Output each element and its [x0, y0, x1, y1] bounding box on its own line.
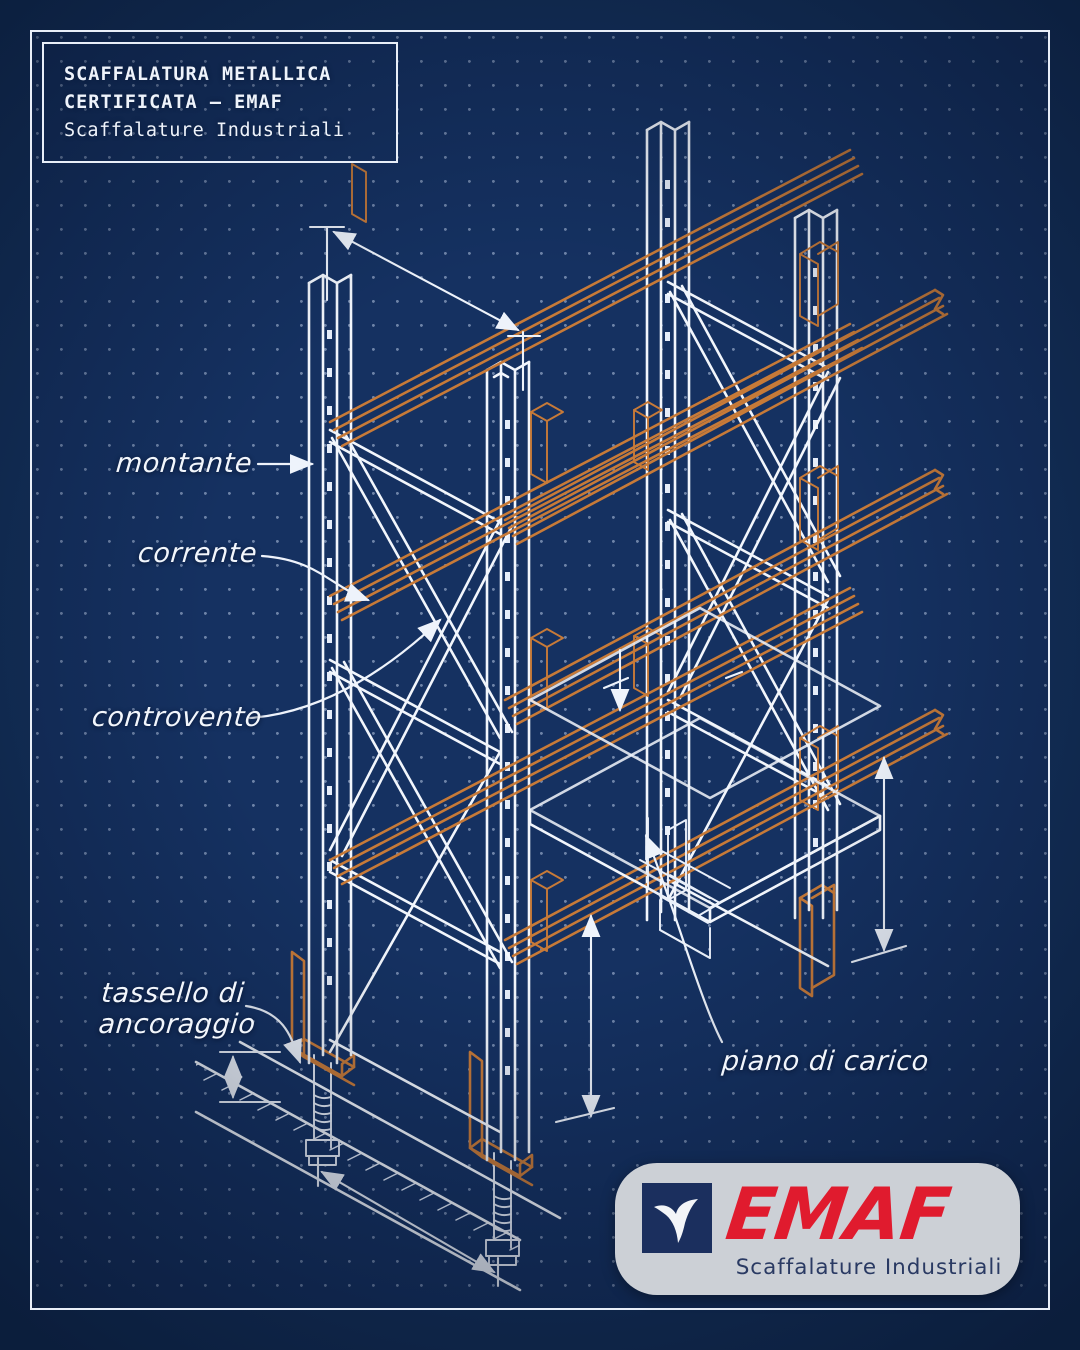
base-plate-far-right — [798, 883, 836, 998]
connector-back-left-top — [351, 163, 367, 223]
annotation-montante: montante — [114, 448, 254, 479]
corrente-top-front — [503, 288, 949, 546]
connector-top-right — [799, 241, 839, 327]
bird-wing-icon — [642, 1183, 712, 1253]
title-line-3: Scaffalature Industriali — [64, 120, 345, 142]
title-line-2: CERTIFICATA — EMAF — [64, 92, 283, 114]
annotation-controvento: controvento — [90, 702, 264, 733]
dim-height-right — [850, 755, 908, 964]
corrente-low-front — [503, 708, 949, 966]
title-block: SCAFFALATURA METALLICA CERTIFICATA — EMA… — [42, 42, 398, 164]
title-line-1: SCAFFALATURA METALLICA — [64, 64, 332, 85]
upright-perforations — [327, 330, 332, 985]
annotation-piano-di-carico: piano di carico — [720, 1046, 931, 1077]
emaf-tagline: Scaffalature Industriali — [735, 1255, 1003, 1280]
frame-struts-left — [328, 428, 502, 1134]
frame-struts-right — [666, 280, 830, 968]
emaf-logo: EMAF Scaffalature Industriali — [615, 1163, 1020, 1295]
emaf-wordmark: EMAF — [721, 1172, 955, 1256]
load-deck-upper — [528, 606, 882, 800]
annotation-corrente: corrente — [136, 538, 259, 569]
annotation-tassello-di-ancoraggio: tassello di ancoraggio — [97, 978, 257, 1041]
connector-top-front-left — [530, 402, 564, 484]
floor-slab-edges — [194, 1040, 562, 1292]
dim-height-center — [554, 913, 616, 1124]
